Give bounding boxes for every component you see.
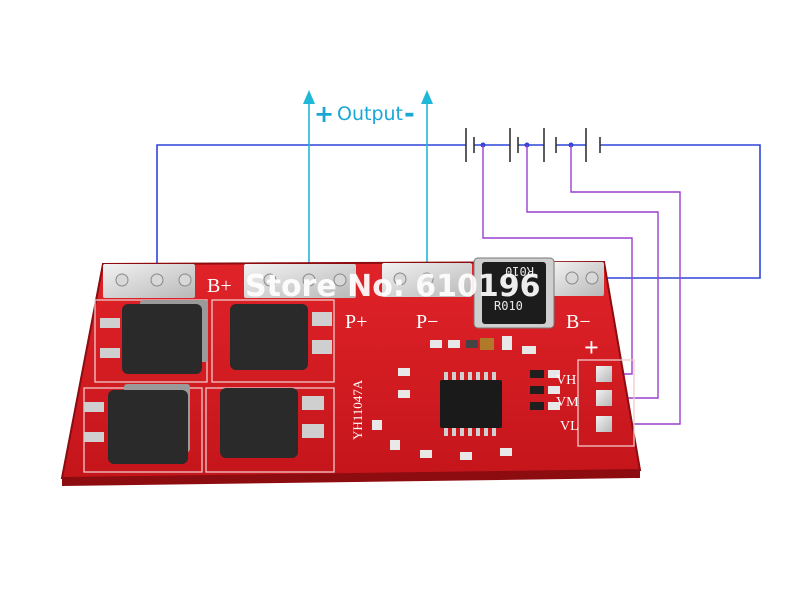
mosfet-4: [220, 388, 324, 458]
b-plus-wire: [156, 144, 466, 280]
model-marking: YH11047A: [350, 379, 365, 440]
label-vh: VH: [556, 373, 576, 388]
sense-resistor: R010 R010: [473, 257, 555, 329]
pcb-edge: [62, 470, 640, 486]
resistor-marking-bottom: R010: [494, 299, 523, 313]
label-p-plus: P+: [345, 311, 367, 333]
label-b-plus: B+: [207, 275, 232, 297]
output-label: Output: [337, 103, 403, 125]
label-p-minus: P−: [416, 311, 438, 333]
battery-pack-icon: [465, 128, 601, 162]
b-minus-wire: [592, 144, 761, 279]
label-b-minus: B−: [566, 311, 591, 333]
mosfet-1: [100, 300, 208, 374]
output-arrows: [303, 90, 433, 272]
balance-wires: [482, 145, 681, 425]
mosfet-2: [230, 304, 332, 370]
label-vm: VM: [556, 395, 579, 410]
resistor-marking-top: R010: [505, 264, 534, 278]
mosfet-3: [84, 384, 190, 464]
store-watermark: Store No: 610196: [245, 269, 541, 304]
pad-b-plus: [103, 264, 195, 298]
output-plus-label: +: [314, 100, 334, 128]
pad-p-plus: [244, 264, 356, 298]
label-plus-sign: +: [584, 333, 599, 362]
label-vl: VL: [560, 419, 579, 434]
smd-components: [372, 336, 560, 460]
balance-connector: [577, 359, 635, 447]
protection-ic: [440, 372, 502, 436]
output-minus-label: -: [404, 99, 415, 129]
